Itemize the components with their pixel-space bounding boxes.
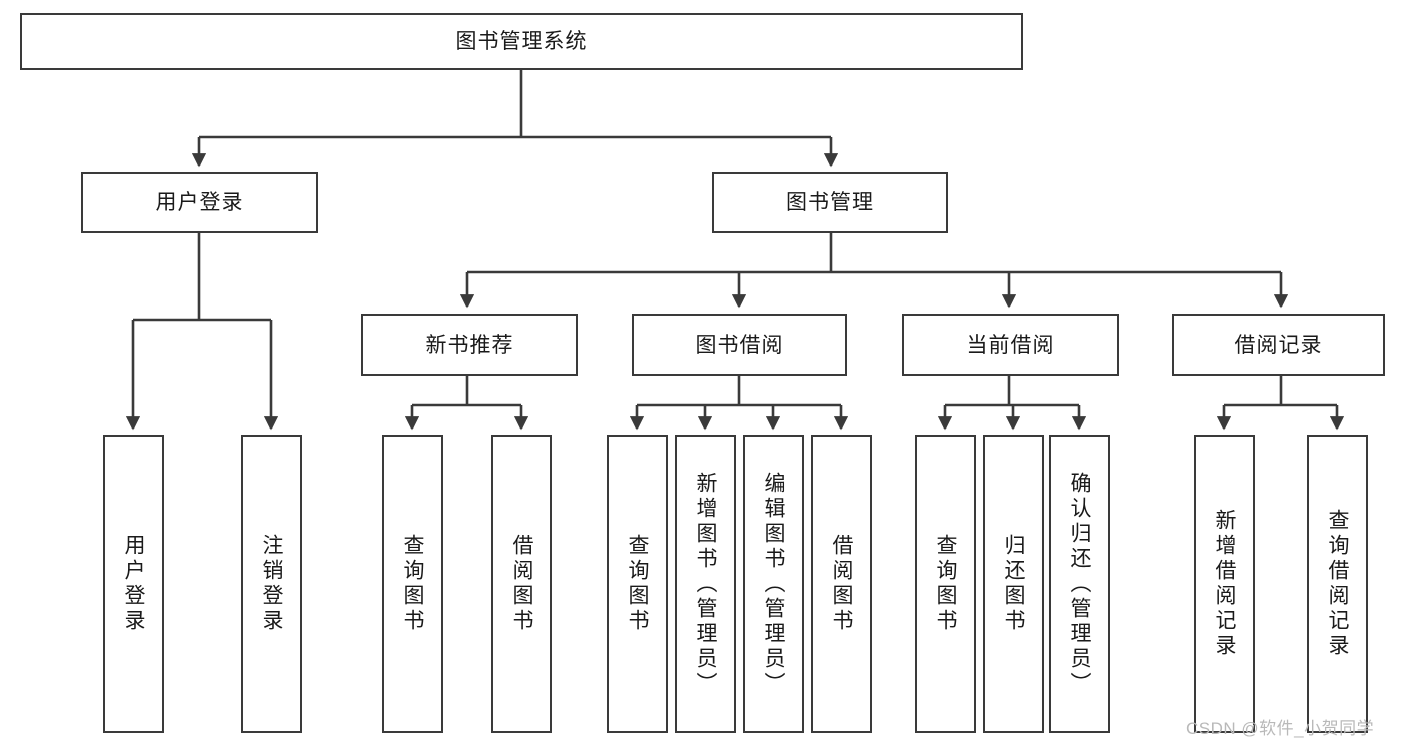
leaf-record-add-record[interactable]: 新增借阅记录 <box>1194 435 1255 733</box>
leaf-borrow-edit-book-label: 编辑图书（管理员） <box>762 471 785 697</box>
leaf-current-query-book-label: 查询图书 <box>934 534 957 634</box>
leaf-newbook-query-book-label: 查询图书 <box>401 534 424 634</box>
leaf-newbook-query-book[interactable]: 查询图书 <box>382 435 443 733</box>
leaf-borrow-add-book[interactable]: 新增图书（管理员） <box>675 435 736 733</box>
node-borrow-record-label: 借阅记录 <box>1234 333 1323 357</box>
leaf-borrow-borrow-book[interactable]: 借阅图书 <box>811 435 872 733</box>
node-user-login[interactable]: 用户登录 <box>81 172 318 233</box>
leaf-borrow-edit-book[interactable]: 编辑图书（管理员） <box>743 435 804 733</box>
leaf-borrow-borrow-book-label: 借阅图书 <box>830 534 853 634</box>
node-book-borrow[interactable]: 图书借阅 <box>632 314 847 376</box>
leaf-user-login[interactable]: 用户登录 <box>103 435 164 733</box>
leaf-current-query-book[interactable]: 查询图书 <box>915 435 976 733</box>
leaf-borrow-query-book[interactable]: 查询图书 <box>607 435 668 733</box>
leaf-record-add-record-label: 新增借阅记录 <box>1213 509 1236 659</box>
leaf-user-login-label: 用户登录 <box>122 534 145 634</box>
leaf-current-confirm-return[interactable]: 确认归还（管理员） <box>1049 435 1110 733</box>
node-current-borrow[interactable]: 当前借阅 <box>902 314 1119 376</box>
leaf-borrow-query-book-label: 查询图书 <box>626 534 649 634</box>
node-new-book-recommend[interactable]: 新书推荐 <box>361 314 578 376</box>
leaf-current-return-book[interactable]: 归还图书 <box>983 435 1044 733</box>
leaf-logout[interactable]: 注销登录 <box>241 435 302 733</box>
leaf-current-confirm-return-label: 确认归还（管理员） <box>1068 471 1091 697</box>
node-current-borrow-label: 当前借阅 <box>966 333 1055 357</box>
csdn-watermark: CSDN @软件_小贺同学 <box>1186 719 1375 738</box>
leaf-record-query-record[interactable]: 查询借阅记录 <box>1307 435 1368 733</box>
node-user-login-label: 用户登录 <box>155 191 244 214</box>
leaf-logout-label: 注销登录 <box>260 534 283 634</box>
node-root[interactable]: 图书管理系统 <box>20 13 1023 70</box>
leaf-record-query-record-label: 查询借阅记录 <box>1326 509 1349 659</box>
node-book-management-label: 图书管理 <box>786 191 874 214</box>
leaf-borrow-add-book-label: 新增图书（管理员） <box>694 471 717 697</box>
leaf-newbook-borrow-book[interactable]: 借阅图书 <box>491 435 552 733</box>
leaf-newbook-borrow-book-label: 借阅图书 <box>510 534 533 634</box>
node-root-label: 图书管理系统 <box>455 30 588 53</box>
node-book-management[interactable]: 图书管理 <box>712 172 948 233</box>
leaf-current-return-book-label: 归还图书 <box>1002 534 1025 634</box>
node-borrow-record[interactable]: 借阅记录 <box>1172 314 1385 376</box>
node-new-book-recommend-label: 新书推荐 <box>425 333 514 357</box>
node-book-borrow-label: 图书借阅 <box>695 333 784 357</box>
